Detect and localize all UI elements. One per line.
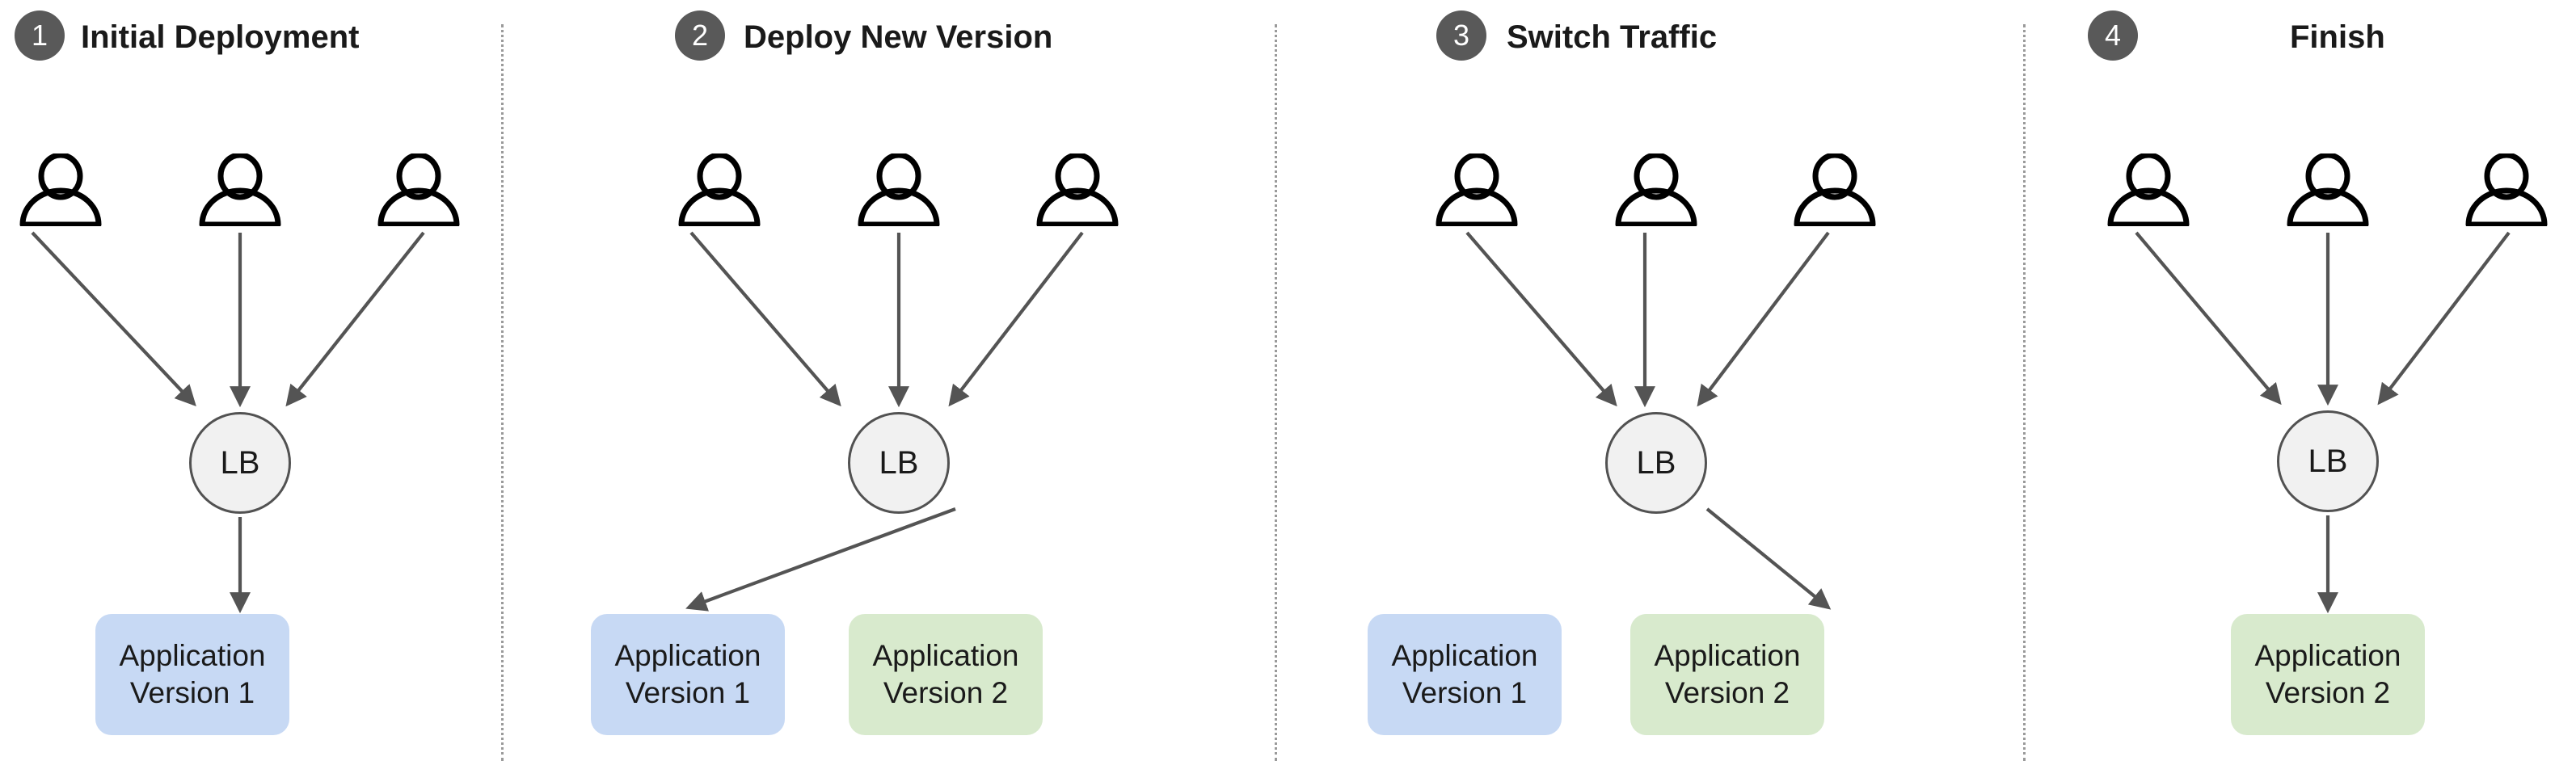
step-title-3: Switch Traffic bbox=[1507, 19, 1718, 55]
panel-divider bbox=[2023, 24, 2026, 761]
app-version-box: Application Version 1 bbox=[95, 614, 289, 735]
step-number-2: 2 bbox=[691, 19, 709, 52]
user-icon bbox=[1432, 152, 1521, 230]
user-icon bbox=[374, 152, 463, 230]
load-balancer-node: LB bbox=[2277, 410, 2379, 512]
user-icon bbox=[196, 152, 285, 230]
step-number-4: 4 bbox=[2104, 19, 2122, 52]
load-balancer-label: LB bbox=[1636, 445, 1676, 481]
app-box-line1: Application bbox=[119, 638, 266, 672]
step-number-3: 3 bbox=[1452, 19, 1470, 52]
load-balancer-label: LB bbox=[220, 445, 260, 481]
user-icon bbox=[1033, 152, 1122, 230]
step-number-badge-3: 3 bbox=[1436, 11, 1486, 61]
app-version-box: Application Version 1 bbox=[591, 614, 785, 735]
app-box-line1: Application bbox=[614, 638, 761, 672]
app-box-line1: Application bbox=[2254, 638, 2401, 672]
app-version-box: Application Version 1 bbox=[1368, 614, 1562, 735]
stage-panel-3: 3 Switch Traffic LB Application bbox=[1275, 0, 2023, 761]
step-title-1: Initial Deployment bbox=[81, 19, 360, 55]
load-balancer-label: LB bbox=[2308, 444, 2348, 479]
user-icon bbox=[1612, 152, 1701, 230]
panel-divider bbox=[1275, 24, 1277, 761]
app-box-line2: Version 1 bbox=[1402, 676, 1528, 709]
app-version-box: Application Version 2 bbox=[2231, 614, 2425, 735]
stage-panel-1: 1 Initial Deployment LB Applic bbox=[0, 0, 501, 761]
step-number-badge-1: 1 bbox=[15, 11, 65, 61]
app-box-line1: Application bbox=[872, 638, 1019, 672]
panel-divider bbox=[501, 24, 504, 761]
step-title-4: Finish bbox=[2290, 19, 2385, 55]
user-icon bbox=[2104, 152, 2193, 230]
app-box-line2: Version 2 bbox=[1664, 676, 1790, 709]
app-version-box: Application Version 2 bbox=[1630, 614, 1824, 735]
step-number-1: 1 bbox=[31, 19, 48, 52]
load-balancer-label: LB bbox=[879, 445, 919, 481]
load-balancer-node: LB bbox=[1605, 412, 1707, 514]
load-balancer-node: LB bbox=[189, 412, 291, 514]
load-balancer-node: LB bbox=[848, 412, 950, 514]
app-box-line1: Application bbox=[1654, 638, 1801, 672]
app-box-line1: Application bbox=[1391, 638, 1538, 672]
app-box-line2: Version 1 bbox=[129, 676, 255, 709]
app-version-box: Application Version 2 bbox=[849, 614, 1043, 735]
app-box-line2: Version 2 bbox=[883, 676, 1009, 709]
stage-panel-4: 4 Finish LB Application Versi bbox=[2023, 0, 2576, 761]
step-number-badge-2: 2 bbox=[675, 11, 725, 61]
step-title-2: Deploy New Version bbox=[744, 19, 1053, 55]
app-box-line2: Version 2 bbox=[2265, 676, 2391, 709]
user-icon bbox=[675, 152, 764, 230]
user-icon bbox=[2283, 152, 2372, 230]
user-icon bbox=[16, 152, 105, 230]
user-icon bbox=[854, 152, 943, 230]
app-box-line2: Version 1 bbox=[625, 676, 751, 709]
user-icon bbox=[1790, 152, 1879, 230]
user-icon bbox=[2462, 152, 2551, 230]
step-number-badge-4: 4 bbox=[2088, 11, 2138, 61]
stage-panel-2: 2 Deploy New Version LB Application bbox=[501, 0, 1275, 761]
